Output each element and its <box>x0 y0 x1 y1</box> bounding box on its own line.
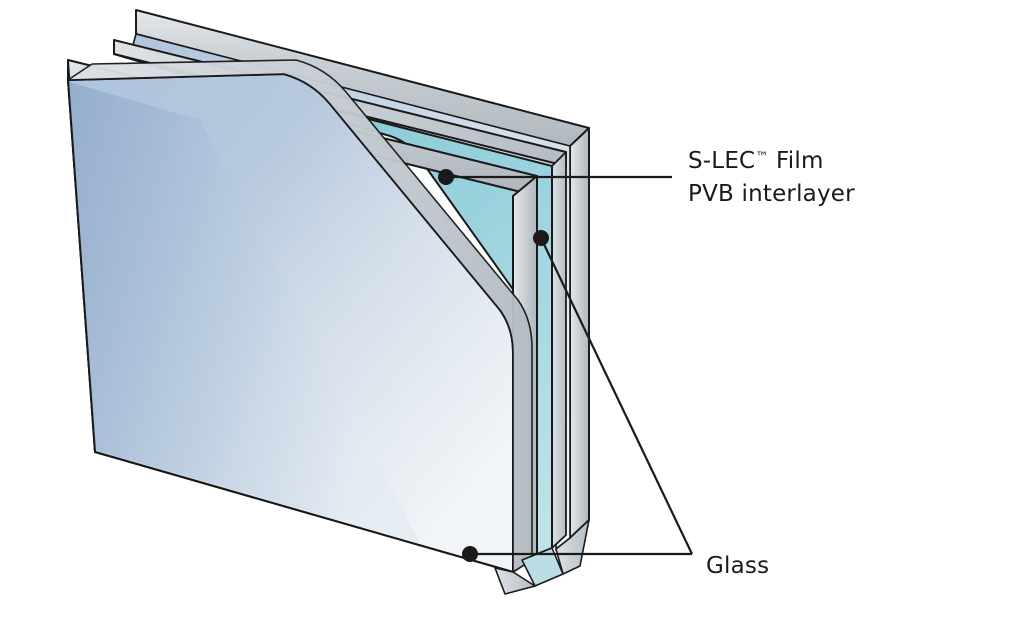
glass-callout-back-line <box>540 237 693 555</box>
pvb-label-suffix: Film <box>769 148 824 174</box>
bottom-layer-steps <box>494 519 590 595</box>
glass-label: Glass <box>706 553 769 579</box>
glass-callout-back-marker <box>533 230 549 246</box>
pvb-callout-marker <box>438 169 454 185</box>
step-pvb <box>521 547 564 587</box>
label-layer: S-LEC™ Film PVB interlayer Glass <box>688 148 855 579</box>
pvb-right-edge <box>551 151 567 549</box>
pvb-label-line2: PVB interlayer <box>688 181 855 207</box>
pvb-label-brand: S-LEC <box>688 148 755 174</box>
step-front-glass <box>494 567 536 595</box>
trademark-icon: ™ <box>755 150 768 165</box>
pvb-label-line1: S-LEC™ Film <box>688 148 824 174</box>
front-glass-tint-overlay <box>69 82 420 543</box>
glass-callout-front-marker <box>462 546 478 562</box>
front-glass-pane <box>67 59 538 573</box>
callout-layer <box>438 169 693 562</box>
